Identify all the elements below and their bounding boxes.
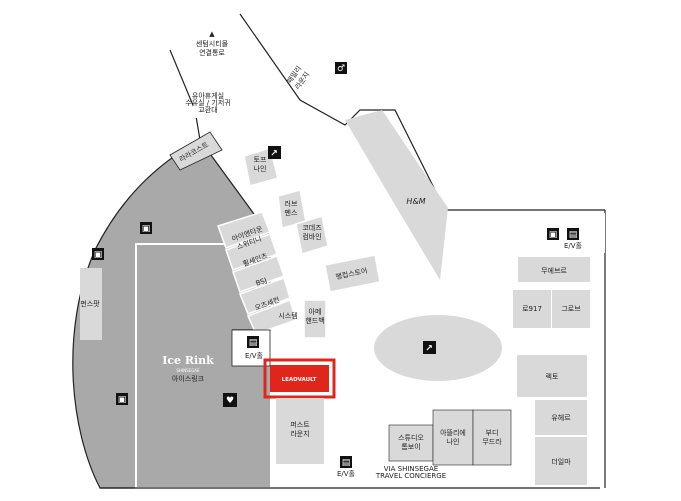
ev-label-right: E/V홀 [564,241,583,250]
atelier-label-1: 아뜰리에 [440,428,466,437]
atelier-label-2: 나인 [447,437,460,446]
bodi-store [472,409,512,466]
svg-text:▣: ▣ [549,230,558,240]
handbag-label-2: 핸드백 [305,316,324,325]
mubnt-store [518,257,590,282]
studio-tomboy-label-2: 톰보이 [401,442,420,451]
connection-label-1[interactable]: 센텀시티몰 [196,39,229,48]
travel-line-2: TRAVEL CONCIERGE [375,472,446,480]
atelier-store [432,409,474,466]
ev-lobby-right [520,213,605,253]
ice-rink-sub: SHINSEGAE [176,368,200,373]
escalator-icon[interactable]: ↗ [268,146,281,159]
fun-spot-area [80,268,102,340]
central-plaza [374,315,502,381]
svg-text:유아휴게실: 유아휴게실 [192,91,224,100]
nursing-icon[interactable]: ▣ [140,222,152,234]
first-lounge-label-2: 라운지 [290,429,309,438]
deulma-label: 더일마 [551,457,571,466]
love-fens-label-1: 러브 [285,199,298,208]
hm-store [345,110,448,280]
yuhere-label: 유헤르 [551,413,571,422]
ice-rink-logo: Ice Rink [162,354,214,367]
restroom-icon[interactable]: ▣ [92,248,104,260]
toilet-icon[interactable]: ♂ [335,62,347,74]
cordes-label-1: 코데즈 [302,224,322,232]
toilet-icon-2[interactable]: ▣ [547,228,559,240]
svg-text:수유실 / 기저귀: 수유실 / 기저귀 [185,98,230,107]
svg-text:▣: ▣ [142,224,151,234]
svg-text:↗: ↗ [425,344,433,354]
tepnain-label-1: 토프 [254,156,267,164]
raracost-store [169,131,223,171]
grobe-label: 그로브 [561,305,581,313]
elevator-icon[interactable]: ▤ [247,336,259,348]
svg-text:▤: ▤ [569,230,578,240]
svg-text:교환대: 교환대 [198,105,217,114]
ro917-label: 로917 [522,305,542,313]
bodi-label-2: 무드라 [482,437,502,446]
svg-text:♂: ♂ [337,64,345,74]
bsj-label: BSJ [255,276,268,287]
leadvault-highlight[interactable] [263,358,336,399]
first-lounge-label-1: 퍼스트 [290,420,310,429]
tepnain-label-2: 나인 [254,164,267,173]
deulma-store [535,437,587,485]
lecto-store [517,355,587,397]
bodi-label-1: 부디 [486,428,499,437]
connection-arrow-icon[interactable]: ▲ [209,30,215,38]
yuhere-store [535,400,587,435]
svg-text:▤: ▤ [342,458,351,468]
ice-rink-label: 아이스링크 [172,374,205,383]
lecto-label: 렉토 [546,372,559,381]
svg-text:↗: ↗ [270,149,278,159]
fun-spot-label: 펀스팟 [80,299,100,308]
sisley-label: 시스템 [278,312,297,320]
restroom-icon-2[interactable]: ▣ [116,393,128,405]
svg-text:♥: ♥ [226,396,234,406]
handbag-label-1: 아메 [309,307,322,316]
studio-tomboy-store [388,424,434,462]
aed-icon[interactable]: ♥ [223,393,237,407]
escalator-icon-2[interactable]: ↗ [423,341,436,354]
leadvault-label[interactable]: LEADVAULT [282,377,317,383]
connection-label-2[interactable]: 연결통로 [199,48,225,57]
love-fens-label-2: 펜스 [285,208,298,217]
hm-label: H&M [406,197,425,206]
ev-label-left: E/V홀 [245,351,264,360]
svg-text:▤: ▤ [249,338,258,348]
travel-line-1: VIA SHINSEGAE [384,465,438,473]
ro917-store [513,290,551,328]
elevator-icon-2[interactable]: ▤ [340,456,352,468]
ev-label-bottom: E/V홀 [337,469,356,478]
store-stack [217,147,381,339]
leadvault-store[interactable] [270,365,329,392]
svg-text:▣: ▣ [94,250,103,260]
grobe-store [552,290,590,328]
mubnt-label: 무에브르 [541,266,567,275]
svg-text:▣: ▣ [118,395,127,405]
cordes-label-2: 컴바인 [302,232,321,241]
first-lounge-store [276,398,324,464]
studio-tomboy-label-1: 스튜디오 [398,433,424,442]
elevator-icon-3[interactable]: ▤ [567,228,579,240]
kids-area: 유아휴게실 수유실 / 기저귀 교환대 [185,91,231,118]
